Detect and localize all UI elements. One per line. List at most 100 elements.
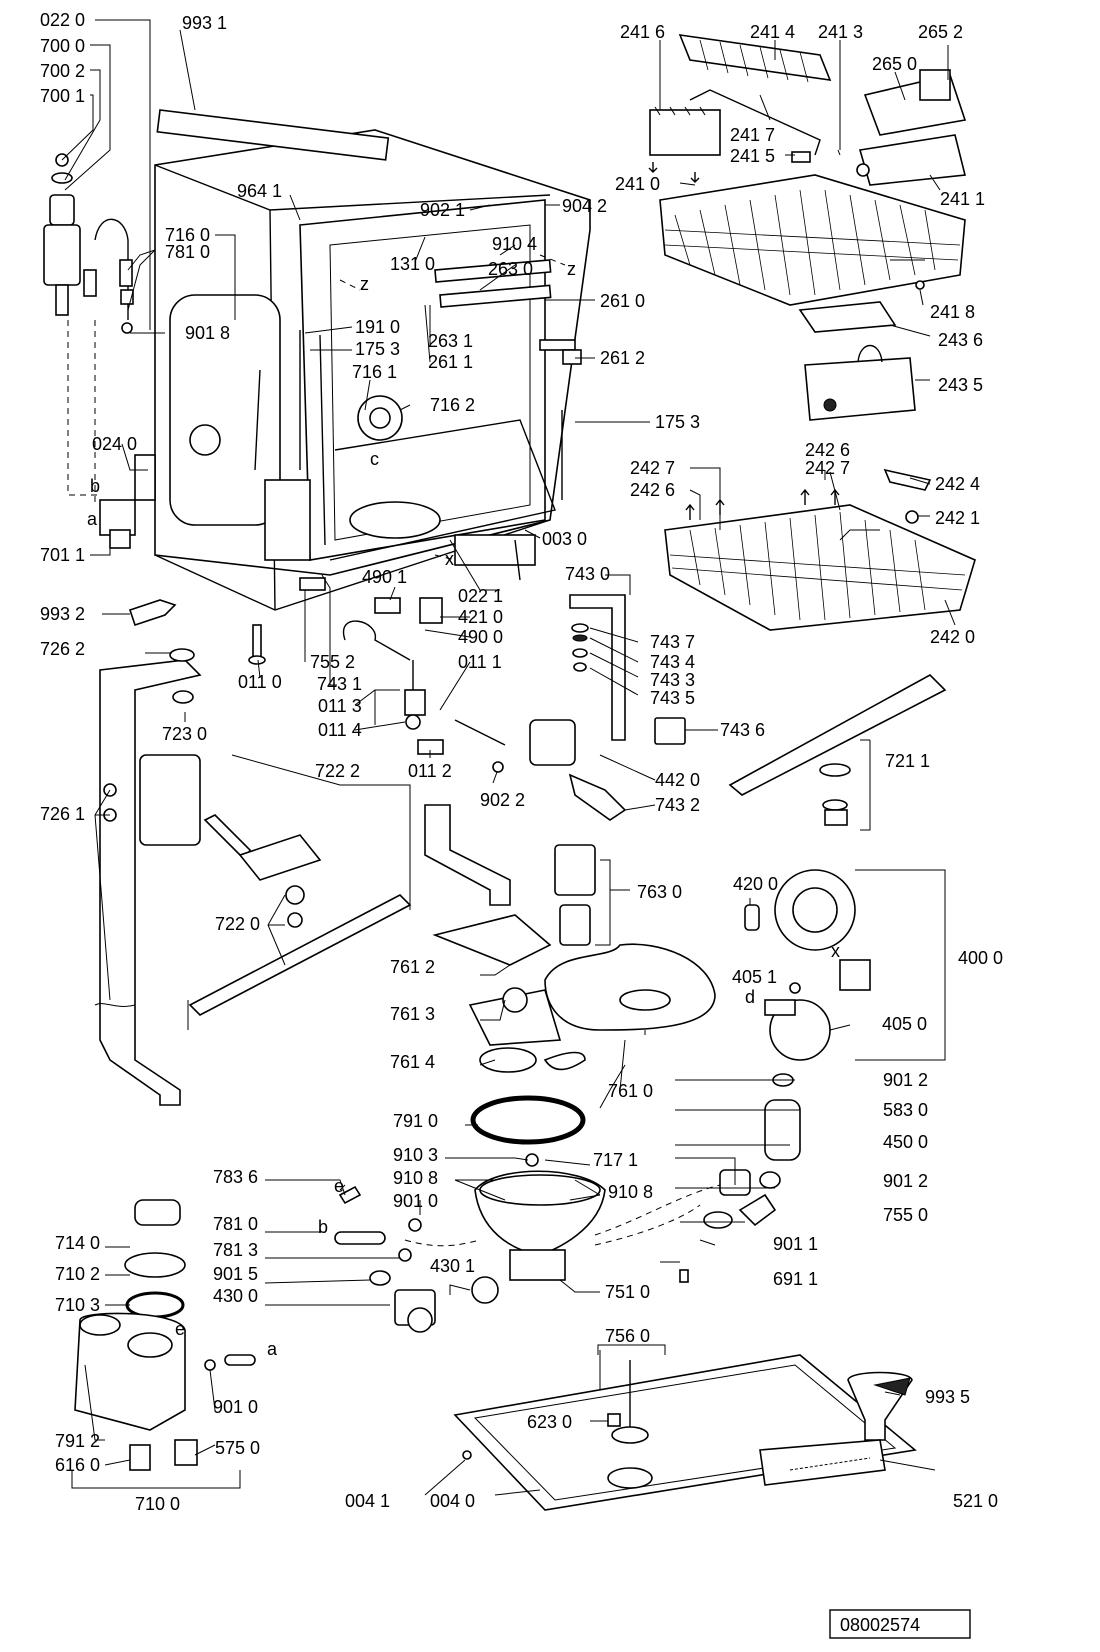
label-791-2: 791 2 <box>55 1431 100 1451</box>
label-263-0: 263 0 <box>488 259 533 279</box>
label-242-7-mid: 242 7 <box>805 458 850 478</box>
label-902-2: 902 2 <box>480 790 525 810</box>
label-243-6: 243 6 <box>938 330 983 350</box>
label-575-0: 575 0 <box>215 1438 260 1458</box>
upper-basket <box>649 34 967 306</box>
label-783-6: 783 6 <box>213 1167 258 1187</box>
label-904-2: 904 2 <box>562 196 607 216</box>
supply-pipe <box>94 648 202 1106</box>
label-781-0: 781 0 <box>165 242 210 262</box>
label-761-2: 761 2 <box>390 957 435 977</box>
label-910-4: 910 4 <box>492 234 537 254</box>
label-743-0: 743 0 <box>565 564 610 584</box>
marker-e-2: e <box>175 1319 185 1339</box>
label-901-8: 901 8 <box>185 323 230 343</box>
label-743-4: 743 4 <box>650 652 695 672</box>
label-011-2: 011 2 <box>408 761 452 781</box>
label-241-3: 241 3 <box>818 22 863 42</box>
label-521-0: 521 0 <box>953 1491 998 1511</box>
label-241-7: 241 7 <box>730 125 775 145</box>
label-616-0: 616 0 <box>55 1455 100 1475</box>
label-191-0: 191 0 <box>355 317 400 337</box>
label-583-0: 583 0 <box>883 1100 928 1120</box>
label-241-0: 241 0 <box>615 174 660 194</box>
label-726-2: 726 2 <box>40 639 85 659</box>
marker-a: a <box>87 509 98 529</box>
label-242-0: 242 0 <box>930 627 975 647</box>
document-number-box: 08002574 <box>829 1609 971 1639</box>
label-011-0: 011 0 <box>238 672 282 692</box>
label-241-6: 241 6 <box>620 22 665 42</box>
label-993-5: 993 5 <box>925 1387 970 1407</box>
misc-parts <box>128 577 506 773</box>
label-743-5: 743 5 <box>650 688 695 708</box>
label-700-0: 700 0 <box>40 36 85 56</box>
label-726-1: 726 1 <box>40 804 85 824</box>
label-723-0: 723 0 <box>162 724 207 744</box>
label-722-2: 722 2 <box>315 761 360 781</box>
label-763-0: 763 0 <box>637 882 682 902</box>
water-level-sensor <box>529 594 686 821</box>
label-901-0-a: 901 0 <box>393 1191 438 1211</box>
label-261-2: 261 2 <box>600 348 645 368</box>
label-743-2: 743 2 <box>655 795 700 815</box>
cutlery-basket <box>798 301 916 421</box>
label-701-1: 701 1 <box>40 545 85 565</box>
label-717-1: 717 1 <box>593 1150 638 1170</box>
part-labels: 022 0 700 0 700 2 700 1 993 1 964 1 902 … <box>40 10 1003 1514</box>
label-716-2: 716 2 <box>430 395 475 415</box>
label-721-1: 721 1 <box>885 751 930 771</box>
marker-c: c <box>370 449 379 469</box>
water-softener <box>74 1199 256 1471</box>
label-242-6-top: 242 6 <box>805 440 850 460</box>
label-751-0: 751 0 <box>605 1282 650 1302</box>
marker-x-1: x <box>445 549 454 569</box>
label-490-0: 490 0 <box>458 627 503 647</box>
sump-assembly <box>424 804 716 1145</box>
label-700-1: 700 1 <box>40 86 85 106</box>
sump <box>471 1153 606 1304</box>
label-710-2: 710 2 <box>55 1264 100 1284</box>
marker-x-2: x <box>831 941 840 961</box>
label-901-5: 901 5 <box>213 1264 258 1284</box>
label-004-0: 004 0 <box>430 1491 475 1511</box>
label-242-6-left: 242 6 <box>630 480 675 500</box>
label-442-0: 442 0 <box>655 770 700 790</box>
marker-z-2: z <box>567 259 576 279</box>
label-743-1: 743 1 <box>317 674 362 694</box>
label-261-1: 261 1 <box>428 352 473 372</box>
label-755-2: 755 2 <box>310 652 355 672</box>
tub-cabinet <box>134 109 591 611</box>
label-755-0: 755 0 <box>883 1205 928 1225</box>
label-691-1: 691 1 <box>773 1269 818 1289</box>
label-022-0: 022 0 <box>40 10 85 30</box>
marker-b-2: b <box>318 1217 328 1237</box>
label-242-4: 242 4 <box>935 474 980 494</box>
label-265-2: 265 2 <box>918 22 963 42</box>
label-004-1: 004 1 <box>345 1491 390 1511</box>
label-024-0: 024 0 <box>92 434 137 454</box>
label-405-0: 405 0 <box>882 1014 927 1034</box>
label-405-1: 405 1 <box>732 967 777 987</box>
label-430-1: 430 1 <box>430 1256 475 1276</box>
label-450-0: 450 0 <box>883 1132 928 1152</box>
label-743-3: 743 3 <box>650 670 695 690</box>
label-003-0: 003 0 <box>542 529 587 549</box>
upper-spray-arm-right <box>728 674 947 826</box>
label-901-2-b: 901 2 <box>883 1171 928 1191</box>
label-265-0: 265 0 <box>872 54 917 74</box>
label-242-1: 242 1 <box>935 508 980 528</box>
label-761-0: 761 0 <box>608 1081 653 1101</box>
label-400-0: 400 0 <box>958 948 1003 968</box>
label-756-0: 756 0 <box>605 1326 650 1346</box>
label-241-1: 241 1 <box>940 189 985 209</box>
label-901-0-b: 901 0 <box>213 1397 258 1417</box>
label-490-1: 490 1 <box>362 567 407 587</box>
label-902-1: 902 1 <box>420 200 465 220</box>
label-430-0: 430 0 <box>213 1286 258 1306</box>
label-722-0: 722 0 <box>215 914 260 934</box>
lower-basket <box>664 468 976 631</box>
label-761-3: 761 3 <box>390 1004 435 1024</box>
label-716-1: 716 1 <box>352 362 397 382</box>
